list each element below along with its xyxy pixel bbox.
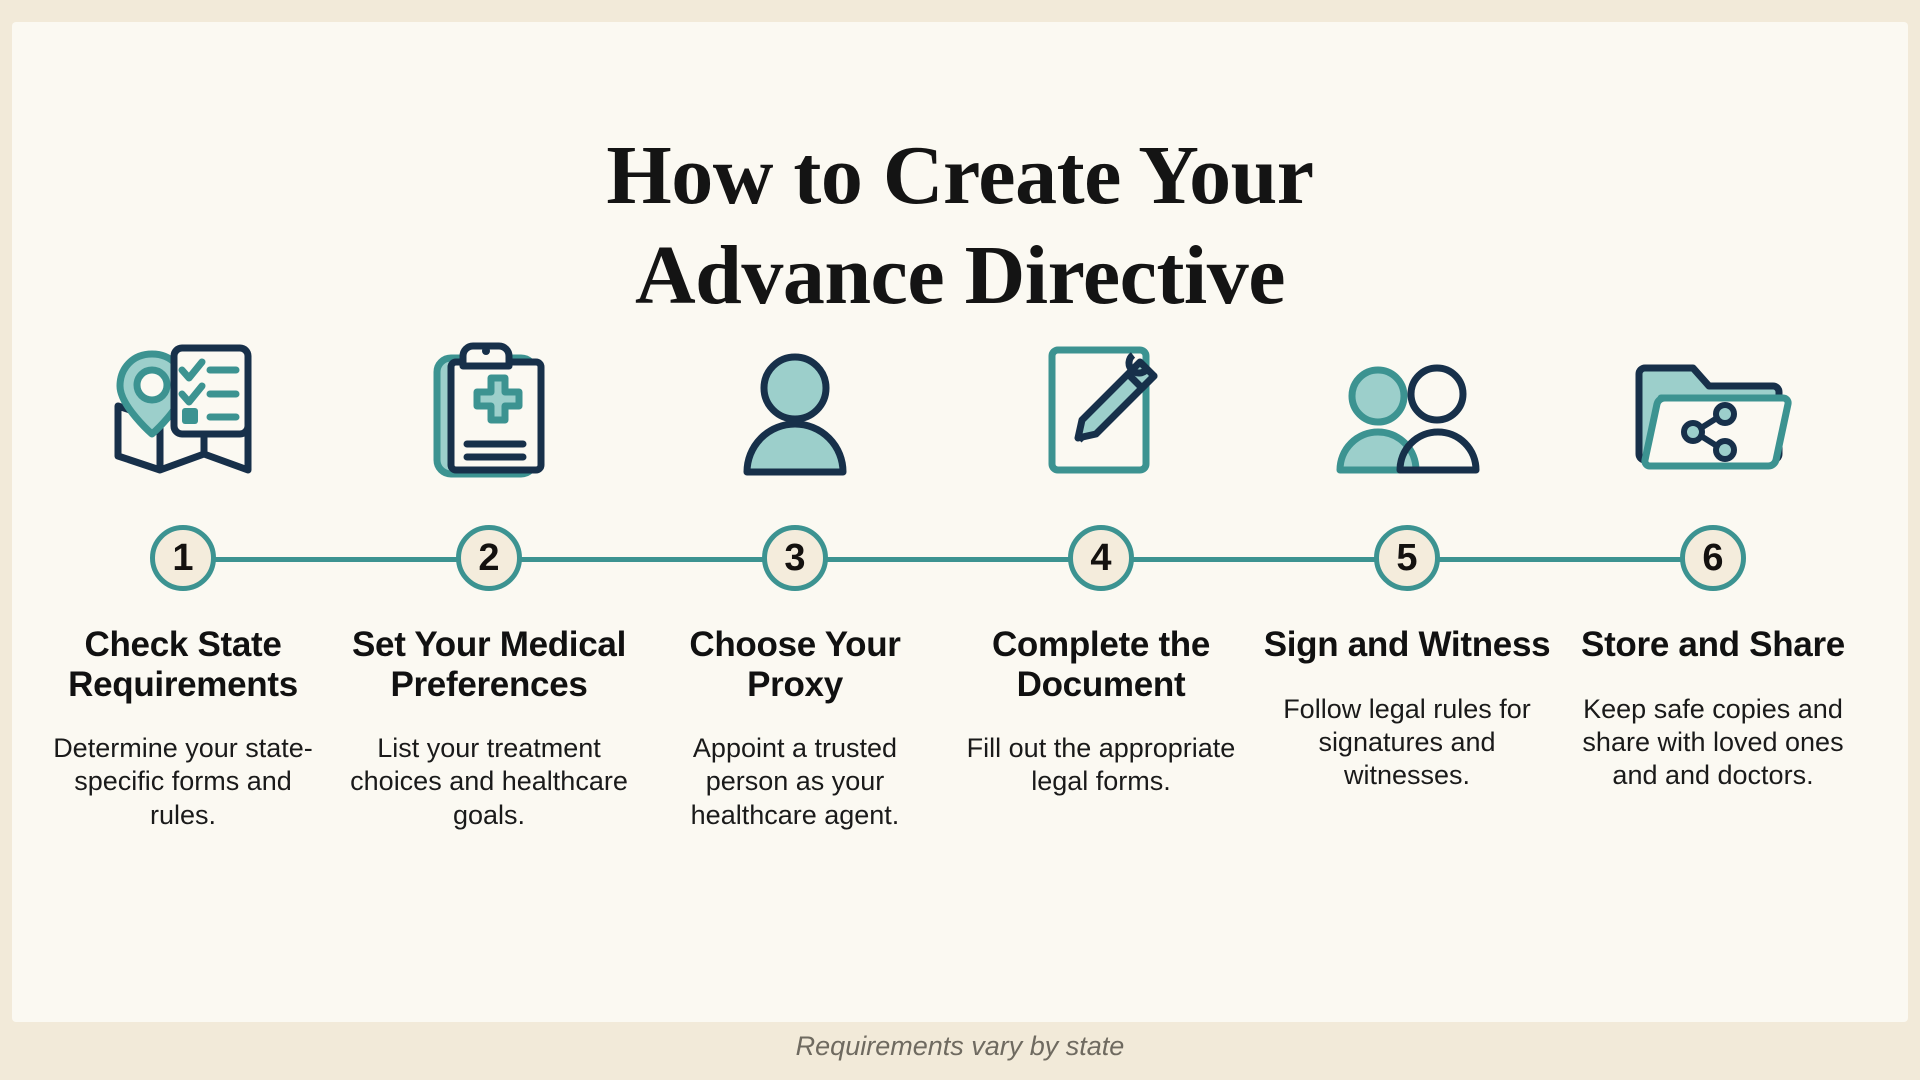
step-number-badge-6[interactable]: 6 (1680, 525, 1746, 591)
step-icon-1 (30, 330, 336, 480)
step-heading-2: Set Your Medical Preferences (352, 625, 626, 704)
title-line-2: Advance Directive (634, 229, 1286, 323)
icon-row (30, 330, 1866, 480)
timeline-cell-6: 6 (1560, 520, 1866, 596)
step-text-6: Store and Share Keep safe copies and sha… (1560, 625, 1866, 792)
medical-clipboard-icon (429, 330, 549, 480)
step-heading-1: Check State Requirements (68, 625, 298, 704)
timeline-cell-1: 1 (30, 520, 336, 596)
step-description-6: Keep safe copies and share with loved on… (1582, 693, 1844, 790)
step-text-5: Sign and Witness Follow legal rules for … (1254, 625, 1560, 792)
step-text-3: Choose Your Proxy Appoint a trusted pers… (642, 625, 948, 832)
document-pen-icon (1036, 330, 1166, 480)
step-description-5: Follow legal rules for signatures and wi… (1283, 693, 1531, 790)
step-text-row: Check State Requirements Determine your … (30, 625, 1866, 832)
folder-share-icon (1633, 330, 1793, 480)
step-heading-5: Sign and Witness (1263, 625, 1551, 664)
timeline-cell-5: 5 (1254, 520, 1560, 596)
step-heading-3: Choose Your Proxy (689, 625, 901, 704)
timeline-connector-line (183, 557, 1713, 562)
timeline-cell-3: 3 (642, 520, 948, 596)
footer-note: Requirements vary by state (795, 1031, 1125, 1061)
timeline-cell-4: 4 (948, 520, 1254, 596)
step-icon-5 (1254, 330, 1560, 480)
step-number-badge-5[interactable]: 5 (1374, 525, 1440, 591)
timeline: 1 2 3 4 5 6 (30, 520, 1866, 596)
step-number-badge-1[interactable]: 1 (150, 525, 216, 591)
step-icon-2 (336, 330, 642, 480)
content-card (12, 22, 1908, 1022)
step-number-badge-3[interactable]: 3 (762, 525, 828, 591)
step-text-2: Set Your Medical Preferences List your t… (336, 625, 642, 832)
map-pin-checklist-icon (108, 330, 258, 480)
two-people-icon (1332, 330, 1482, 480)
step-icon-3 (642, 330, 948, 480)
person-icon (735, 330, 855, 480)
step-text-4: Complete the Document Fill out the appro… (948, 625, 1254, 799)
step-icon-4 (948, 330, 1254, 480)
step-icon-6 (1560, 330, 1866, 480)
timeline-cell-2: 2 (336, 520, 642, 596)
step-description-4: Fill out the appropriate legal forms. (966, 733, 1236, 797)
step-text-1: Check State Requirements Determine your … (30, 625, 336, 832)
step-description-3: Appoint a trusted person as your healthc… (690, 733, 900, 830)
step-heading-6: Store and Share (1581, 625, 1845, 664)
step-description-1: Determine your state-specific forms and … (53, 733, 313, 830)
step-description-2: List your treatment choices and healthca… (350, 733, 628, 830)
step-number-badge-4[interactable]: 4 (1068, 525, 1134, 591)
page-title: How to Create Your Advance Directive (0, 134, 1920, 318)
step-number-badge-2[interactable]: 2 (456, 525, 522, 591)
step-heading-4: Complete the Document (991, 625, 1211, 704)
title-line-1: How to Create Your (606, 129, 1314, 223)
